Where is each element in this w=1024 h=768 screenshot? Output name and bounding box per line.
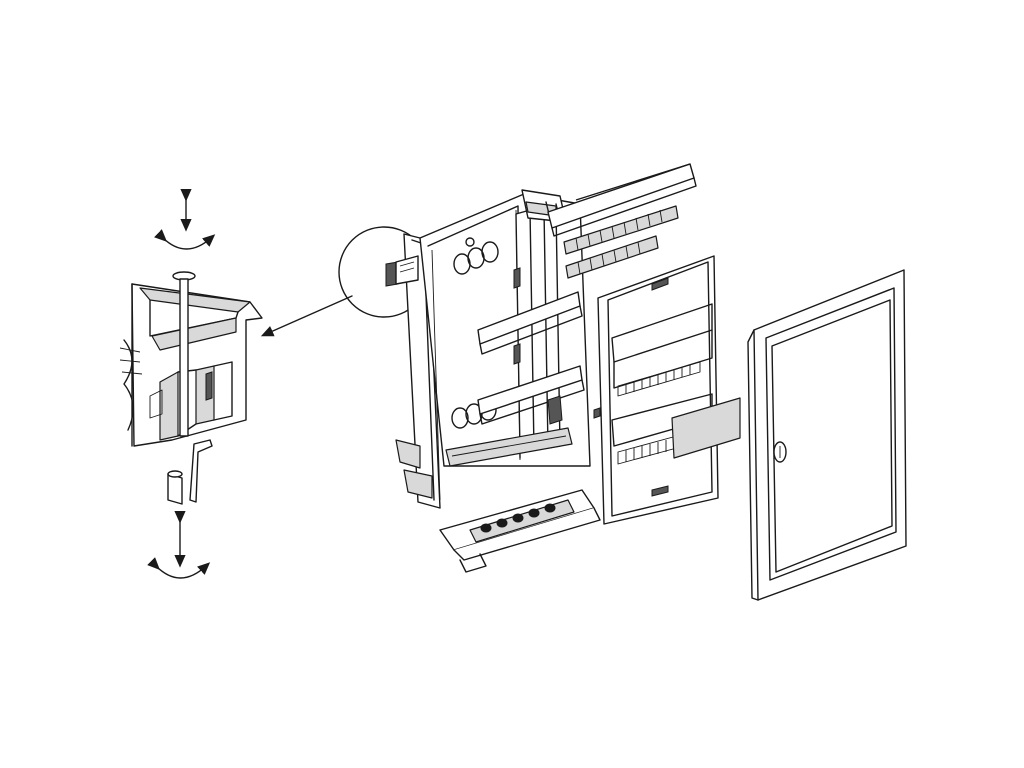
flush-box-frame	[385, 189, 591, 509]
leader-arrow-icon	[260, 295, 353, 337]
cover-panel-with-breaker-slots	[593, 255, 741, 525]
terminal-strips	[439, 163, 697, 573]
terminal-screws	[480, 503, 556, 533]
knockout-holes-upper	[453, 237, 499, 275]
breaker-slots-row-1	[617, 361, 701, 397]
front-door-with-lock	[747, 269, 907, 601]
mounting-detail-inset	[119, 189, 263, 579]
blanking-plate	[671, 397, 741, 459]
rotate-arrow-icon	[154, 229, 216, 250]
rotate-arrow-icon	[147, 557, 211, 579]
din-rails	[477, 291, 585, 425]
lock-icon	[773, 441, 787, 463]
